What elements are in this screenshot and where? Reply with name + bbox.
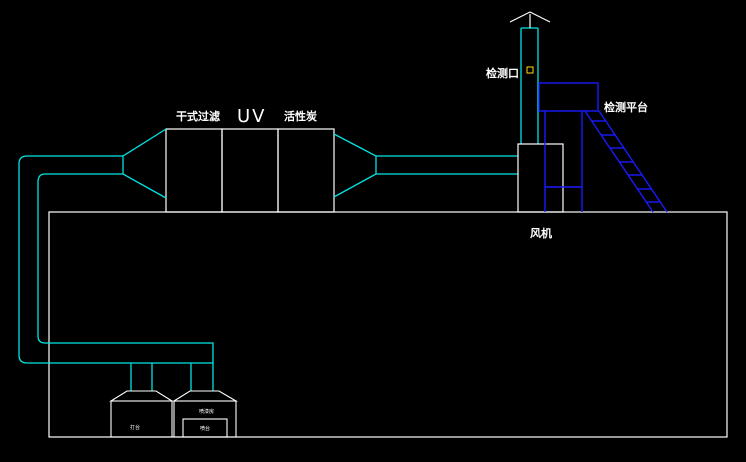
duct-outer-line xyxy=(18,155,213,364)
inlet-hood xyxy=(122,128,167,199)
activated-carbon-box xyxy=(277,128,335,213)
label-platform: 检测平台 xyxy=(604,100,648,114)
transition-hoods xyxy=(122,128,377,199)
duct-drop-right xyxy=(196,342,214,363)
label-booth-left: 打台 xyxy=(130,424,140,431)
label-activated-carbon: 活性炭 xyxy=(284,109,317,123)
duct-inner-line xyxy=(37,173,196,344)
uv-box xyxy=(221,128,279,213)
label-fan: 风机 xyxy=(530,226,552,240)
label-booth-right-top: 喷漆房 xyxy=(199,408,214,415)
ladder-rungs xyxy=(592,120,660,203)
spray-booths xyxy=(109,390,239,438)
inspection-platform xyxy=(538,82,668,213)
booth-right-door xyxy=(182,418,228,438)
booth-left-body xyxy=(110,400,173,438)
outlet-hood xyxy=(333,133,377,198)
stack-cap xyxy=(509,11,551,28)
label-uv: UV xyxy=(237,106,267,127)
ducts xyxy=(18,27,539,391)
building-outline xyxy=(48,211,728,438)
booth-right-hood xyxy=(172,390,239,402)
booth-left-hood xyxy=(109,390,174,402)
label-booth-right-bottom: 喷台 xyxy=(200,425,210,432)
platform-deck xyxy=(538,82,599,112)
dry-filter-box xyxy=(165,128,223,213)
sampling-port-icon xyxy=(526,66,534,74)
treatment-units xyxy=(165,128,335,213)
label-sampling-port: 检测口 xyxy=(486,66,519,80)
fan-box xyxy=(517,143,564,213)
label-dry-filter: 干式过滤 xyxy=(176,109,220,123)
stack-cap-roof xyxy=(509,11,551,23)
